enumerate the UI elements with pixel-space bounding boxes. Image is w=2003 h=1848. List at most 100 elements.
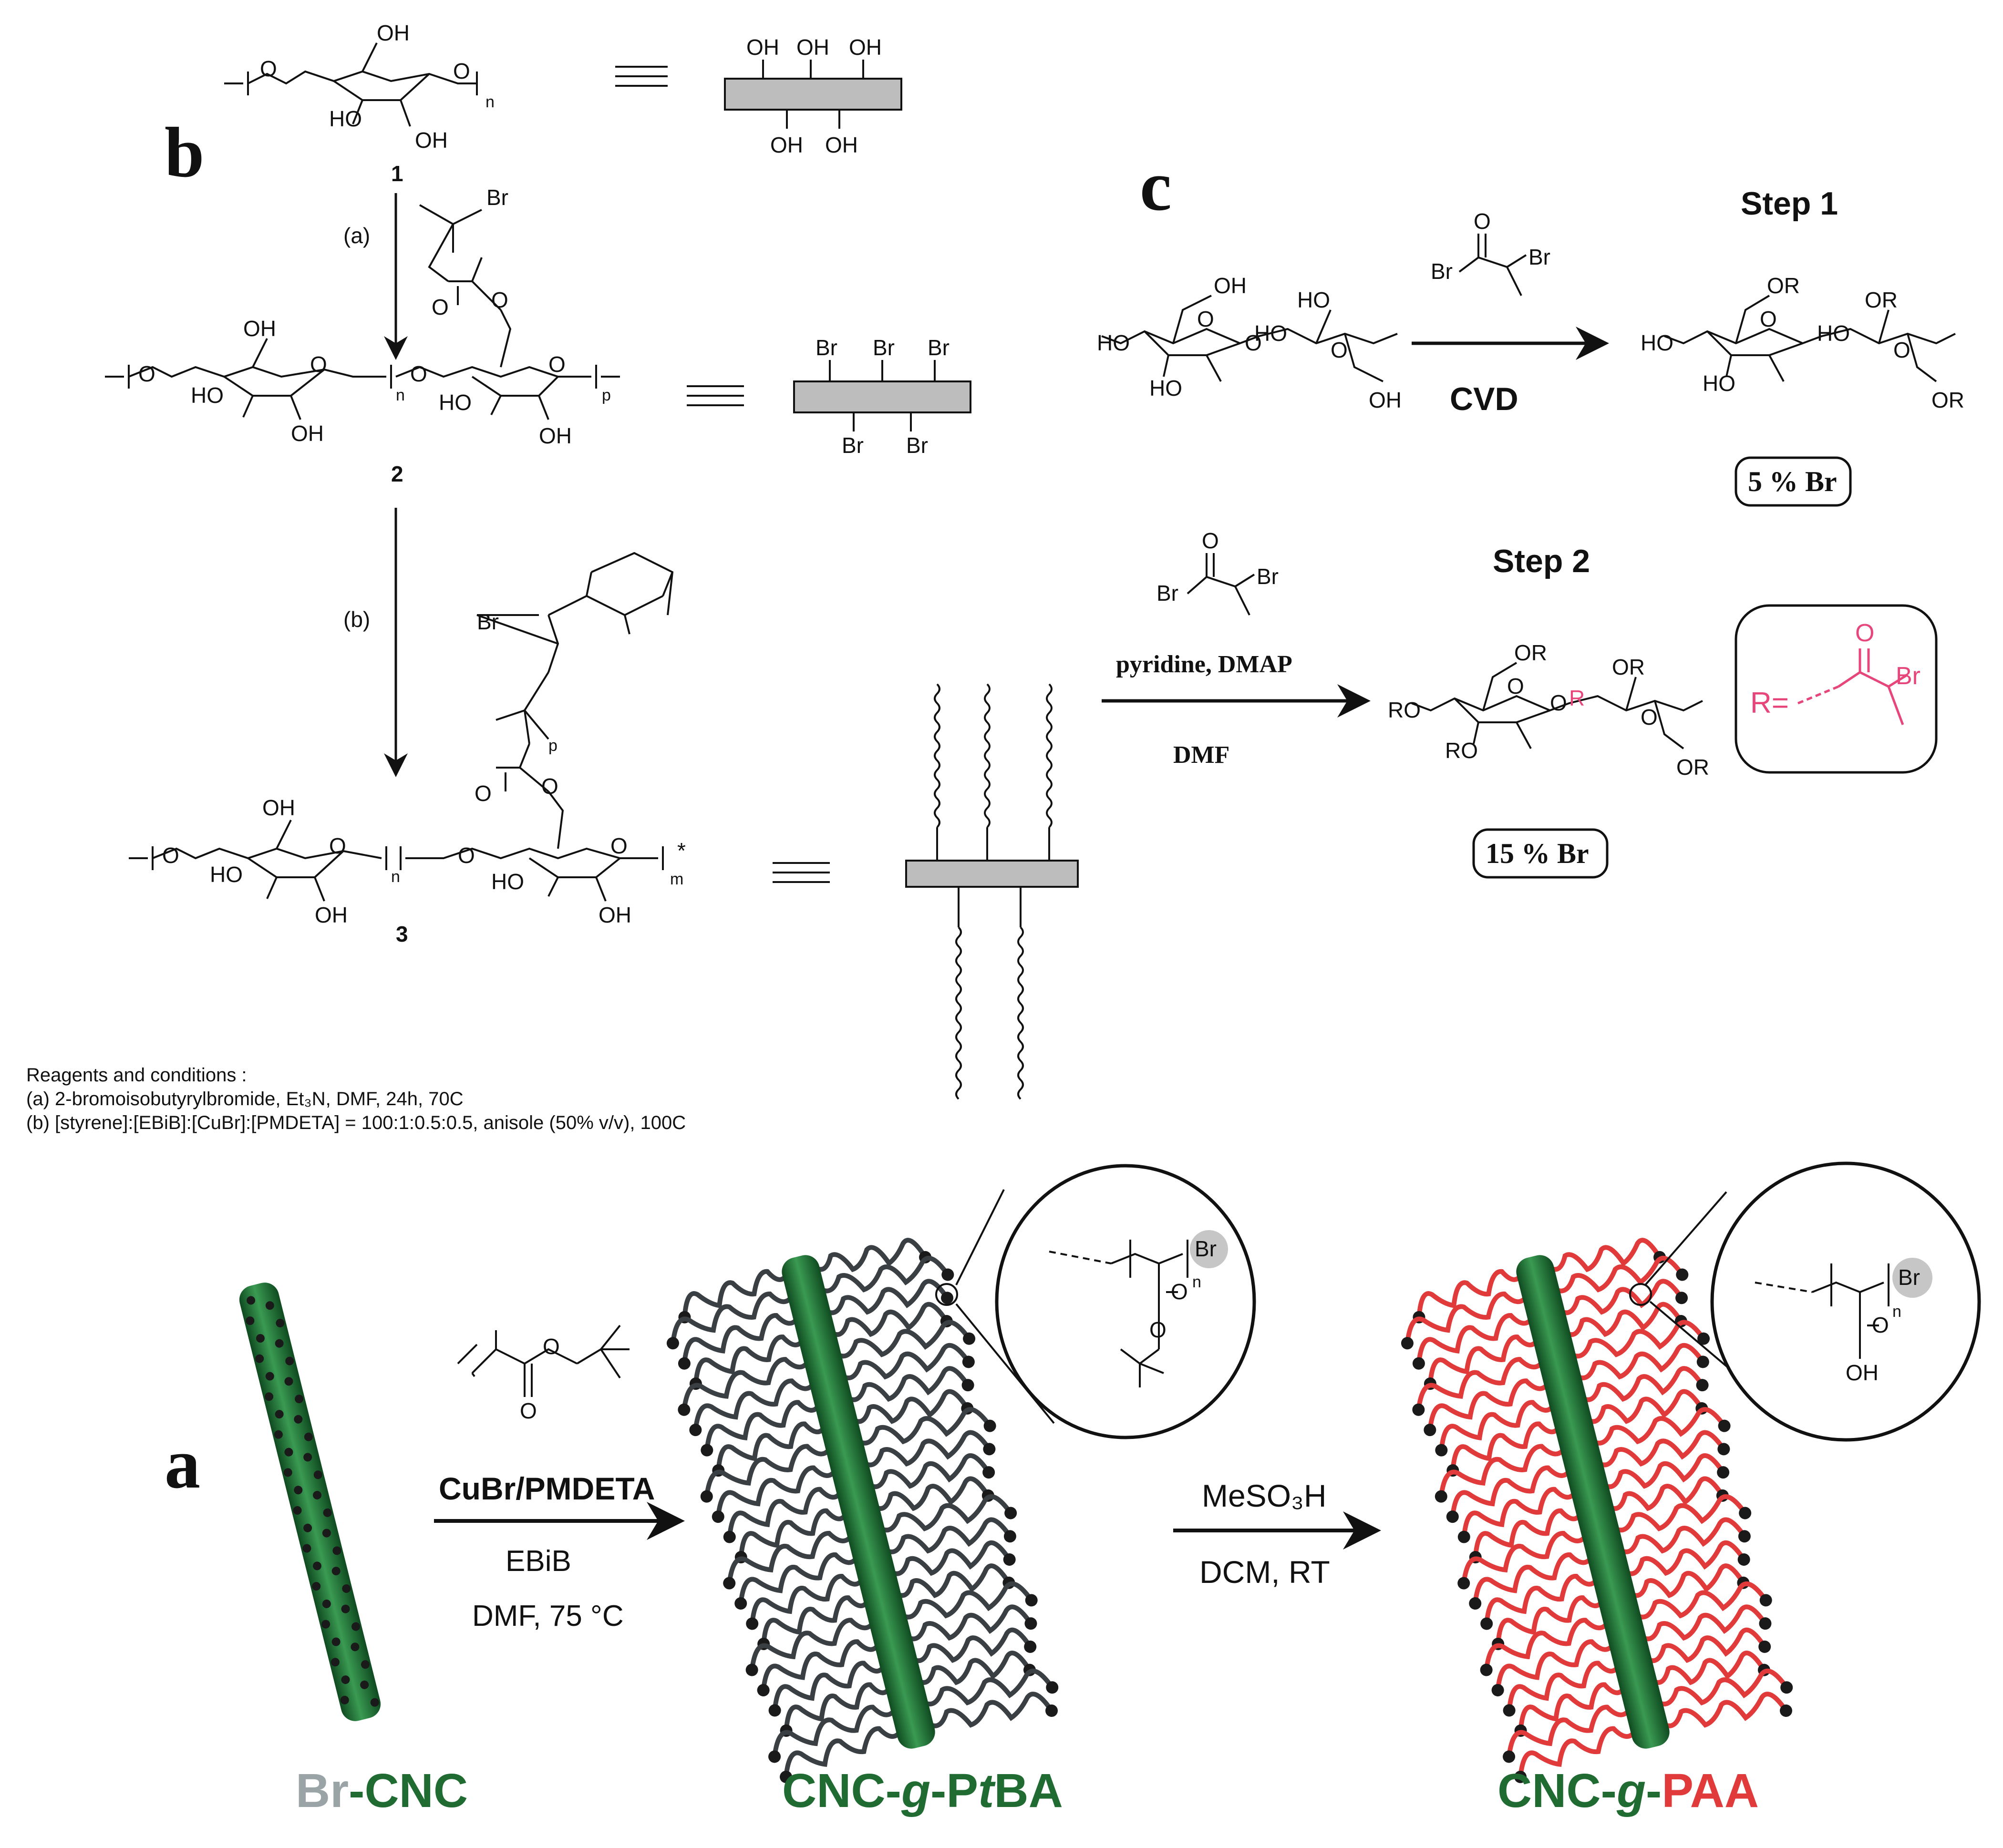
polymer-chain: [1600, 1453, 1726, 1489]
chain-end-bromine: [1480, 1617, 1493, 1630]
o-label: O: [1760, 307, 1777, 331]
o-label: O: [1197, 307, 1214, 331]
polymer-chain: [1507, 1661, 1621, 1713]
br-label: Br: [1257, 564, 1279, 589]
or-label: OR: [1931, 388, 1964, 412]
polymer-chain: [850, 1389, 970, 1424]
compound-number-2: 2: [391, 462, 403, 486]
chain-end-bromine: [1780, 1704, 1793, 1717]
polymer-chain: [1450, 1465, 1573, 1519]
chain-end-bromine: [1025, 1594, 1038, 1607]
polymer-chain: [866, 1453, 991, 1489]
chain-end-bromine: [1780, 1681, 1793, 1694]
ho-label: HO: [1149, 376, 1182, 400]
label-part: -: [1646, 1764, 1662, 1817]
chain-end-bromine: [941, 1268, 954, 1281]
o-label: O: [432, 295, 449, 319]
chain-end-bromine: [768, 1704, 781, 1717]
o-label: O: [260, 56, 277, 81]
chain-end-bromine: [962, 1355, 975, 1368]
n-subscript: n: [396, 386, 405, 404]
polymer-chain: [920, 1668, 1055, 1706]
polymer-chain: [772, 1704, 898, 1759]
o-label: O: [1331, 338, 1348, 362]
o-label: O: [548, 352, 566, 377]
ho-label: HO: [491, 869, 524, 894]
polymer-chain: [1484, 1618, 1611, 1673]
chain-end-bromine: [1045, 1704, 1058, 1717]
compound-number-1: 1: [391, 161, 403, 186]
chain-end-bromine: [1717, 1466, 1730, 1479]
o-label: O: [310, 352, 327, 377]
polymer-chain: [828, 1302, 949, 1337]
compound-2-structure: Br O O OH HO OH O O n O HO O OH p: [105, 185, 620, 448]
bromine-site-dot: [351, 1643, 360, 1652]
polymer-chain: [882, 1517, 1012, 1554]
br-label: Br: [928, 335, 950, 360]
o-label: O: [1550, 690, 1567, 715]
chain-end-bromine: [746, 1617, 759, 1630]
polymer-chain-down: [955, 926, 962, 1100]
polymer-chain: [1590, 1407, 1727, 1446]
bromine-site-dot: [341, 1604, 350, 1613]
or-label: OR: [1865, 287, 1898, 312]
polymer-chain: [1639, 1604, 1768, 1642]
polymer-chain: [888, 1540, 1012, 1576]
br-cnc-rod: [239, 1283, 381, 1721]
bromine-site-dot: [275, 1410, 284, 1419]
dmf-label: DMF: [1173, 741, 1229, 769]
reagent-b: (b) [styrene]:[EBiB]:[CuBr]:[PMDETA] = 1…: [26, 1112, 686, 1133]
zoom-marker: [935, 1283, 958, 1306]
polymer-chain: [861, 1430, 992, 1468]
ho-label: HO: [1817, 321, 1850, 346]
o-label: O: [491, 287, 508, 312]
polymer-chain: [681, 1313, 800, 1366]
polymer-chain: [1427, 1378, 1551, 1433]
polymer-chain: [1495, 1639, 1616, 1693]
r-equals-label: R=: [1750, 687, 1789, 719]
bromine-site-dot: [294, 1415, 303, 1424]
oh-label: OH: [746, 35, 779, 60]
o-label: O: [475, 781, 492, 806]
polymer-chain: [772, 1661, 887, 1713]
polymer-chain: [761, 1595, 871, 1646]
polymer-chain: [750, 1574, 866, 1626]
polymer-chain: [681, 1357, 811, 1412]
chain-end-bromine: [982, 1466, 995, 1479]
br-5-text: 5 % Br: [1748, 466, 1837, 497]
bromine-site-dot: [265, 1392, 274, 1401]
br-label: Br: [477, 609, 499, 634]
br-label: Br: [1898, 1265, 1920, 1290]
br-label: Br: [1896, 662, 1920, 690]
r-definition-box: [1735, 604, 1938, 774]
label-part: BA: [994, 1764, 1063, 1817]
paa-chains: [1401, 1238, 1793, 1783]
r-label: R: [1569, 686, 1585, 710]
label-part: CNC-: [782, 1764, 901, 1817]
polymer-chain: [682, 1269, 789, 1320]
chain-end-bromine: [1676, 1268, 1689, 1281]
label-br-cnc: Br-CNC: [296, 1764, 468, 1817]
br-label: Br: [1528, 245, 1550, 269]
bromine-sites: [246, 1296, 379, 1707]
chain-end-bromine: [700, 1490, 713, 1503]
compound-1-block: OH OH OH OH OH: [724, 35, 902, 157]
polymer-chain-up: [984, 683, 991, 828]
bromine-site-grey: [1190, 1230, 1228, 1268]
bromine-site-dot: [332, 1546, 341, 1555]
polymer-chain: [845, 1366, 971, 1402]
bromine-site-dot: [342, 1584, 351, 1593]
polymer-chain: [1496, 1595, 1605, 1646]
bromine-site-dot: [331, 1637, 341, 1646]
polymer-chain: [915, 1651, 1032, 1685]
bromine-site-dot: [370, 1698, 379, 1707]
polymer-chain: [715, 1465, 838, 1519]
chain-end-bromine: [1696, 1379, 1709, 1392]
bromine-site-dot: [295, 1395, 304, 1404]
oh-label: OH: [415, 128, 448, 153]
oh-label: OH: [849, 35, 882, 60]
n-subscript: n: [1192, 1273, 1201, 1291]
polymer-chain: [823, 1279, 950, 1315]
bromine-site-dot: [312, 1561, 321, 1571]
arrow-b-label: (b): [343, 607, 370, 632]
